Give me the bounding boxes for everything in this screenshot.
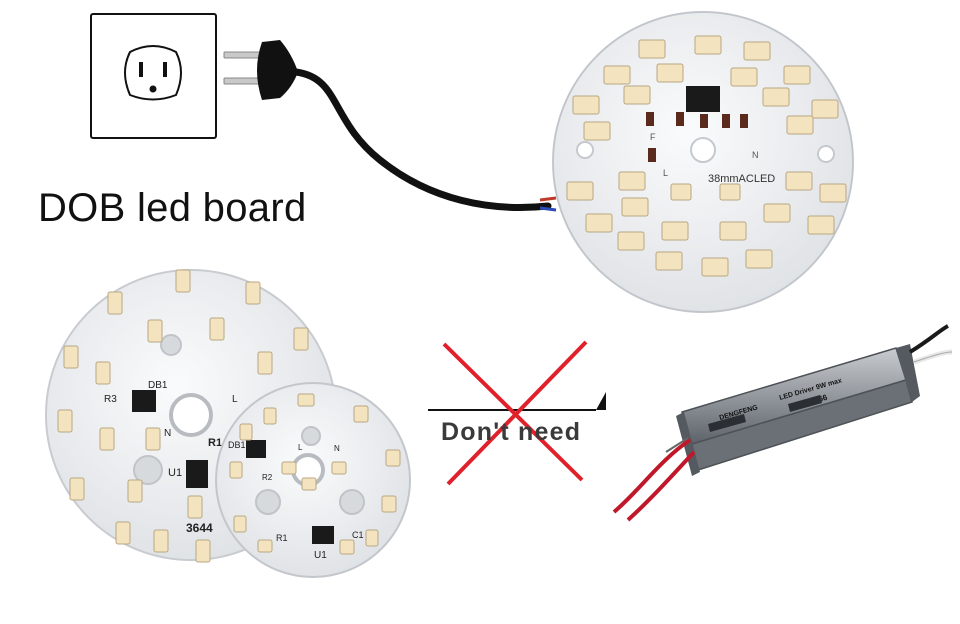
board-large-code: 3644	[186, 521, 213, 535]
board-small-db1: DB1	[228, 440, 246, 450]
board-large-r1: R1	[208, 437, 222, 449]
led-board-top: 38mmACLED F N L	[552, 11, 854, 313]
arrow-line	[428, 392, 606, 411]
led-board-small: DB1 R2 R1 U1 C1 L N	[215, 382, 411, 578]
wall-outlet	[90, 13, 217, 139]
board-small-c1: C1	[352, 530, 364, 540]
led-driver: DENGFENG LED Driver 9W max IP66	[612, 324, 953, 522]
board-small-n: N	[334, 444, 340, 453]
board-top-mark-l: L	[663, 168, 668, 178]
board-small-l: L	[298, 443, 303, 452]
board-large-r3: R3	[104, 394, 117, 405]
power-plug	[223, 40, 557, 212]
cross-icon	[442, 340, 588, 486]
board-small-r1: R1	[276, 533, 288, 543]
board-top-mark-n: N	[752, 150, 759, 160]
board-small-r2: R2	[262, 473, 273, 482]
board-top-label: 38mmACLED	[708, 173, 775, 185]
board-large-u1: U1	[168, 467, 182, 479]
dont-need-label: Don't need	[441, 418, 582, 446]
board-small-u1: U1	[314, 550, 327, 561]
page-title: DOB led board	[38, 186, 307, 230]
board-large-l: L	[232, 394, 238, 405]
board-large-db1: DB1	[148, 380, 168, 391]
led-chip-group	[229, 393, 401, 555]
board-large-n: N	[164, 428, 171, 439]
led-chip-group	[57, 269, 309, 563]
board-top-mark-f: F	[650, 132, 656, 142]
led-chip-group	[566, 35, 847, 277]
